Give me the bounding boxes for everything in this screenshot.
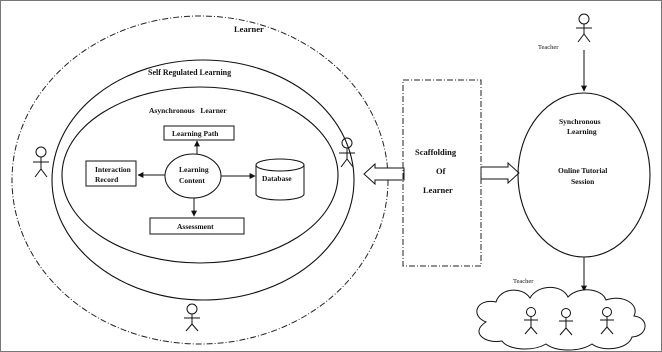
teacher-figure-top-icon bbox=[576, 13, 592, 43]
synchronous-line4: Session bbox=[571, 177, 595, 186]
double-arrow-to-synchronous bbox=[480, 161, 520, 185]
scaffolding-line1: Scaffolding bbox=[415, 147, 457, 157]
learner-figure-bottom-icon bbox=[184, 303, 200, 332]
self-regulated-label: Self Regulated Learning bbox=[148, 68, 231, 77]
interaction-record-line1: Interaction bbox=[95, 165, 132, 174]
teacher-top-label: Teacher bbox=[538, 44, 559, 51]
cloud-figure-1-icon bbox=[524, 307, 538, 335]
learning-path-box bbox=[163, 125, 235, 141]
cloud-figure-3-icon bbox=[600, 307, 614, 335]
synchronous-line2: Learning bbox=[567, 127, 597, 136]
learning-content-line1: Learning bbox=[179, 165, 209, 174]
learner-cloud bbox=[476, 286, 646, 351]
cloud-figure-2-icon bbox=[559, 308, 573, 336]
scaffolding-box bbox=[402, 79, 482, 267]
assessment-label: Assessment bbox=[177, 222, 214, 231]
asynchronous-label: Asynchronous Learner bbox=[149, 106, 227, 115]
interaction-record-box bbox=[85, 160, 137, 187]
database-cylinder bbox=[255, 158, 305, 201]
scaffolding-line3: Learner bbox=[423, 185, 453, 195]
self-regulated-circle bbox=[51, 59, 355, 301]
learning-path-label: Learning Path bbox=[172, 129, 219, 138]
asynchronous-circle bbox=[61, 86, 339, 264]
interaction-record-line2: Record bbox=[95, 175, 119, 184]
database-label: Database bbox=[262, 174, 292, 183]
learner-figure-right-icon bbox=[339, 137, 355, 168]
double-arrow-to-learner bbox=[363, 162, 405, 186]
synchronous-line3: Online Tutorial bbox=[558, 166, 607, 175]
synchronous-line1: Synchronous bbox=[559, 117, 601, 126]
learner-label: Learner bbox=[234, 24, 264, 34]
learning-content-line2: Content bbox=[179, 176, 205, 185]
scaffolding-line2: Of bbox=[436, 166, 446, 176]
learner-figure-left-icon bbox=[33, 146, 49, 178]
assessment-box bbox=[149, 217, 245, 235]
teacher-bottom-label: Teacher bbox=[513, 278, 534, 285]
